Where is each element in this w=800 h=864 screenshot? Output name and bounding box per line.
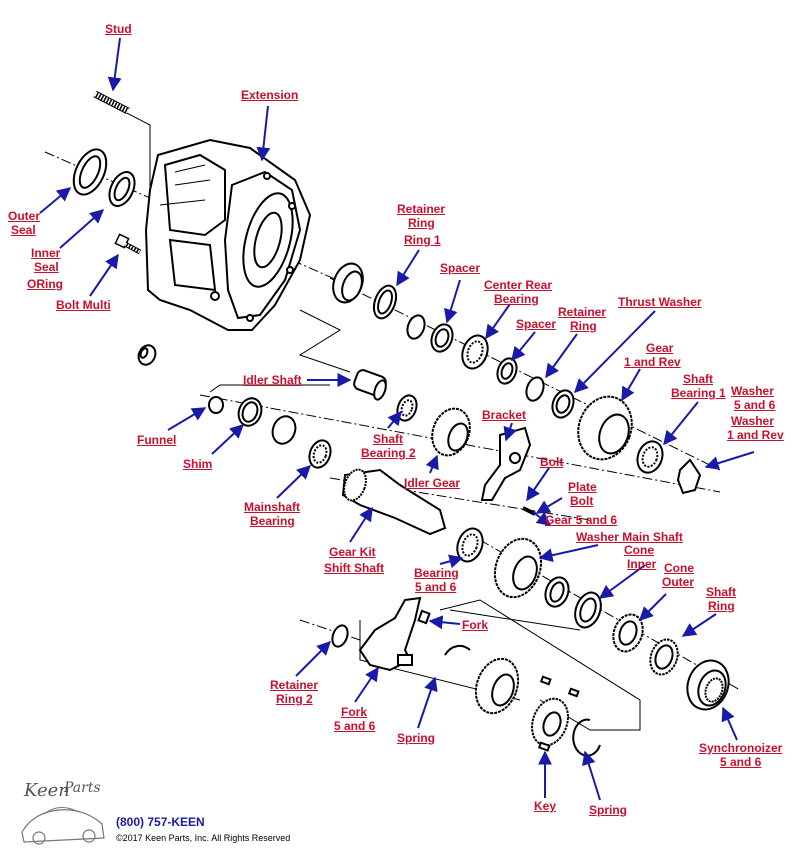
- label-cone-outer-b[interactable]: Outer: [662, 575, 695, 589]
- label-spacer-1[interactable]: Spacer: [440, 261, 481, 275]
- label-cone-inner-b[interactable]: Inner: [627, 557, 657, 571]
- label-spring-2[interactable]: Spring: [589, 803, 627, 817]
- idler-components: [208, 369, 536, 516]
- mainshaft-components: [341, 468, 730, 711]
- label-cone-inner-a[interactable]: Cone: [624, 543, 654, 557]
- stud-part: [93, 90, 130, 115]
- label-retainer-ring-1c[interactable]: Ring 1: [404, 233, 441, 247]
- label-stud[interactable]: Stud: [105, 22, 132, 36]
- label-thrust-washer[interactable]: Thrust Washer: [618, 295, 702, 309]
- label-fork[interactable]: Fork: [462, 618, 489, 632]
- label-retainer-ring-b[interactable]: Ring: [570, 319, 597, 333]
- brand-phone: (800) 757-KEEN: [116, 815, 205, 829]
- label-bearing-5-6b[interactable]: 5 and 6: [415, 580, 457, 594]
- svg-text:Keen: Keen: [23, 780, 70, 801]
- label-retainer-ring-2a[interactable]: Retainer: [270, 678, 319, 692]
- oring-part: [137, 344, 157, 366]
- label-plate-bolt-a[interactable]: Plate: [568, 480, 597, 494]
- label-gear-kit-b[interactable]: Shift Shaft: [324, 561, 384, 575]
- label-mainshaft-bearing-b[interactable]: Bearing: [250, 514, 295, 528]
- label-washer-1-rev-a[interactable]: Washer: [731, 414, 774, 428]
- label-idler-gear[interactable]: Idler Gear: [404, 476, 461, 490]
- label-shaft-ring-b[interactable]: Ring: [708, 599, 735, 613]
- seals-part: [72, 148, 136, 207]
- label-gear-5-6[interactable]: Gear 5 and 6: [545, 513, 618, 527]
- leader-lines: [124, 111, 641, 731]
- extension-housing: [144, 138, 312, 331]
- brand-copyright: ©2017 Keen Parts, Inc. All Rights Reserv…: [116, 833, 291, 843]
- label-retainer-ring-1a[interactable]: Retainer: [397, 202, 446, 216]
- label-outer-seal-1[interactable]: Outer: [8, 209, 41, 223]
- label-washer-1-rev-b[interactable]: 1 and Rev: [727, 428, 784, 442]
- label-extension[interactable]: Extension: [241, 88, 299, 102]
- rear-shaft-components: [332, 262, 702, 495]
- label-bearing-5-6a[interactable]: Bearing: [414, 566, 459, 580]
- label-spring-1[interactable]: Spring: [397, 731, 435, 745]
- label-funnel[interactable]: Funnel: [137, 433, 177, 447]
- label-fork-5-6b[interactable]: 5 and 6: [334, 719, 376, 733]
- label-shaft-bearing-2a[interactable]: Shaft: [373, 432, 403, 446]
- label-bolt[interactable]: Bolt: [540, 455, 564, 469]
- label-shaft-bearing-1b[interactable]: Bearing 1: [671, 386, 726, 400]
- label-bolt-multi[interactable]: Bolt Multi: [56, 298, 111, 312]
- label-center-rear-bearing-2[interactable]: Bearing: [494, 292, 539, 306]
- label-retainer-ring-a[interactable]: Retainer: [558, 305, 607, 319]
- label-oring[interactable]: ORing: [27, 277, 63, 291]
- svg-text:Parts: Parts: [63, 780, 101, 796]
- label-idler-shaft[interactable]: Idler Shaft: [243, 373, 302, 387]
- label-retainer-ring-1b[interactable]: Ring: [408, 216, 435, 230]
- label-washer-5-6a[interactable]: Washer: [731, 384, 774, 398]
- label-bracket[interactable]: Bracket: [482, 408, 527, 422]
- label-spacer-2[interactable]: Spacer: [516, 317, 557, 331]
- bolt-multi-part: [114, 233, 142, 255]
- label-plate-bolt-b[interactable]: Bolt: [570, 494, 594, 508]
- fork-sync-components: [331, 596, 601, 757]
- label-gear-1-rev-2[interactable]: 1 and Rev: [624, 355, 681, 369]
- label-retainer-ring-2b[interactable]: Ring 2: [276, 692, 313, 706]
- label-synchronizer-b[interactable]: 5 and 6: [720, 755, 762, 769]
- label-gear-kit-a[interactable]: Gear Kit: [329, 545, 376, 559]
- callout-arrows: [39, 37, 755, 801]
- label-inner-seal-1[interactable]: Inner: [31, 246, 61, 260]
- label-synchronizer-a[interactable]: Synchronoizer: [699, 741, 783, 755]
- label-mainshaft-bearing-a[interactable]: Mainshaft: [244, 500, 301, 514]
- label-inner-seal-2[interactable]: Seal: [34, 260, 59, 274]
- label-fork-5-6a[interactable]: Fork: [341, 705, 368, 719]
- label-shaft-bearing-1a[interactable]: Shaft: [683, 372, 713, 386]
- label-gear-1-rev-1[interactable]: Gear: [646, 341, 674, 355]
- label-cone-outer-a[interactable]: Cone: [664, 561, 694, 575]
- label-shaft-ring-a[interactable]: Shaft: [706, 585, 736, 599]
- label-washer-5-6b[interactable]: 5 and 6: [734, 398, 776, 412]
- label-shim[interactable]: Shim: [183, 457, 213, 471]
- label-outer-seal-2[interactable]: Seal: [11, 223, 36, 237]
- label-shaft-bearing-2b[interactable]: Bearing 2: [361, 446, 416, 460]
- label-key[interactable]: Key: [534, 799, 557, 813]
- label-center-rear-bearing-1[interactable]: Center Rear: [484, 278, 553, 292]
- keen-parts-logo: Keen Parts: [21, 780, 105, 845]
- label-washer-main-shaft[interactable]: Washer Main Shaft: [576, 530, 683, 544]
